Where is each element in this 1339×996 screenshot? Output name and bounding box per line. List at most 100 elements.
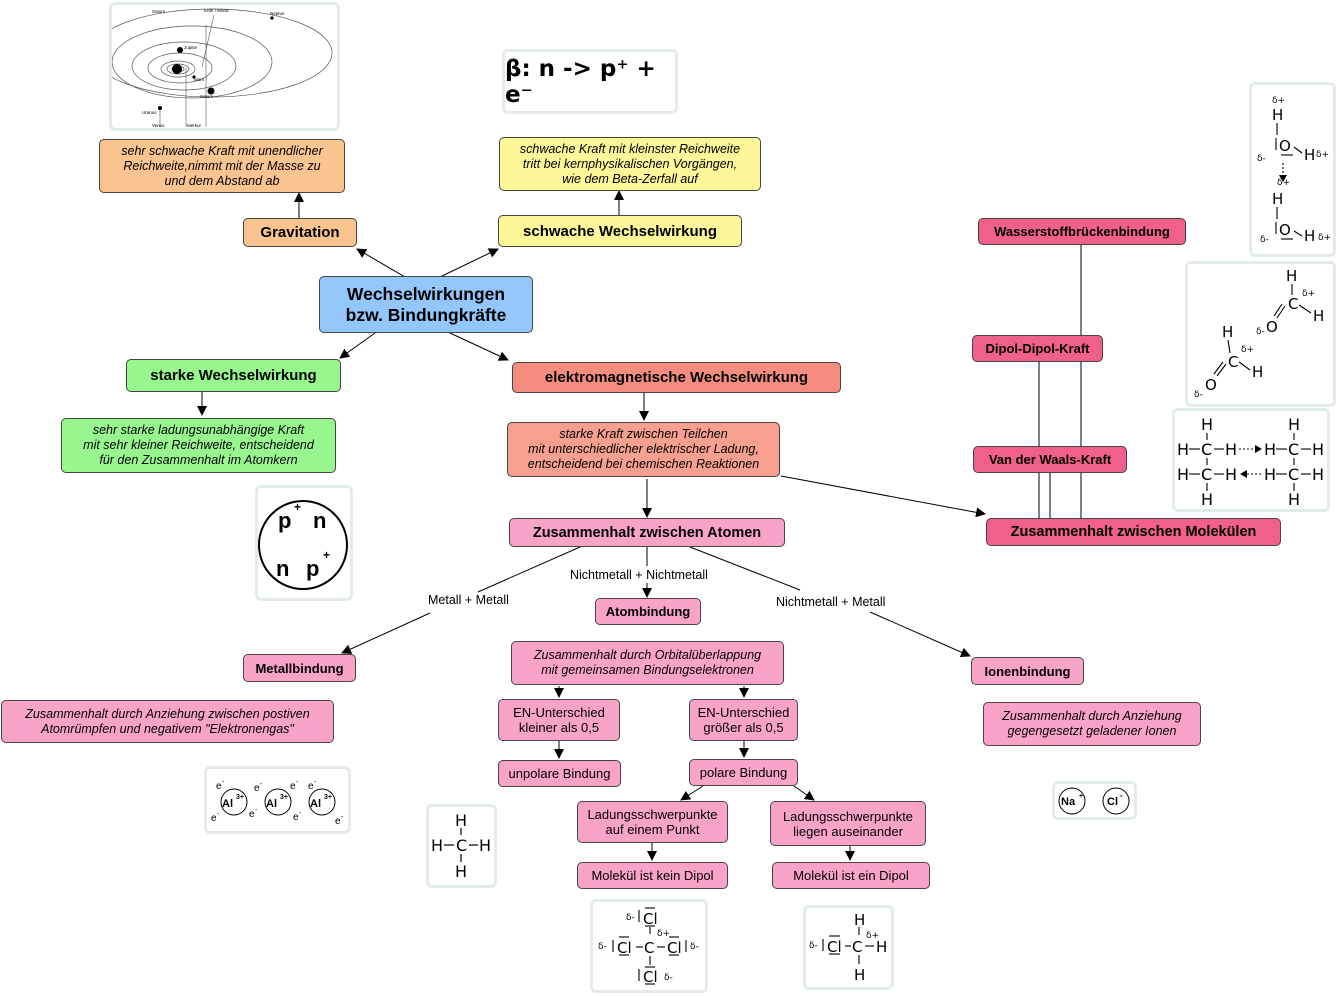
methane-vdw-drawing: H H C H H C H H H H C H H C H H: [1177, 415, 1324, 509]
ccl4-c: C: [644, 939, 654, 957]
beta-decay-formula: β: n -> p⁺ + e⁻: [502, 49, 678, 114]
en-large-line-1: EN-Unterschied: [697, 705, 790, 720]
molecules-node[interactable]: Zusammenhalt zwischen Molekülen: [986, 518, 1281, 546]
fa2-dplus: δ+: [1241, 345, 1254, 355]
charge-apart-line-1: Ladungsschwerpunkte: [782, 808, 914, 824]
water1-o: O: [1279, 137, 1291, 155]
ccl4-cl-left: Cl: [617, 939, 632, 957]
ccl4-dminus-top: δ-: [626, 913, 635, 923]
ch3cl-c: C: [852, 938, 862, 956]
weak-desc-line-2: tritt bei kernphysikalischen Vorgängen,: [522, 156, 738, 171]
m4-h-bottom: H: [1288, 490, 1300, 509]
ionic-bond-label: Ionenbindung: [984, 663, 1071, 679]
dipole-node[interactable]: Molekül ist ein Dipol: [772, 862, 930, 889]
gravitation-desc-line-3: und dem Abstand ab: [164, 173, 280, 188]
atoms-label: Zusammenhalt zwischen Atomen: [532, 524, 762, 541]
gravitation-label: Gravitation: [260, 224, 340, 241]
methane-vdw-structure: H H C H H C H H H H C H H C H H: [1172, 408, 1330, 512]
weak-label: schwache Wechselwirkung: [523, 222, 717, 240]
water1-dminus: δ-: [1257, 154, 1266, 164]
water2-dplus-top: δ+: [1277, 178, 1290, 188]
al-charge-1: 3+: [236, 794, 244, 801]
m4-h-right: H: [1312, 465, 1324, 484]
gravitation-desc-line-1: sehr schwache Kraft mit unendlicher: [121, 143, 323, 158]
arrow-atoms-ionic: [869, 611, 971, 657]
em-node[interactable]: elektromagnetische Wechselwirkung: [512, 362, 841, 393]
dipole-dipole-node[interactable]: Dipol-Dipol-Kraft: [972, 335, 1103, 362]
m3-h-right: H: [1312, 440, 1324, 459]
al-charge-2: 3+: [280, 794, 288, 801]
arrow-polar-chargeone: [680, 785, 704, 801]
solar-label-1: Saturn: [152, 9, 166, 14]
al-symbol-1: Al: [222, 798, 233, 810]
gravitation-node[interactable]: Gravitation: [243, 218, 357, 247]
solar-label-5: Mars: [194, 77, 205, 82]
na-ion-circle: [1058, 787, 1086, 815]
strong-desc-line-1: sehr starke ladungsunabhängige Kraft: [92, 423, 305, 437]
solar-label-9: Merkur: [187, 123, 202, 128]
hbond-arrow-icon: [1279, 175, 1287, 182]
solar-label-6: Saturn: [200, 94, 214, 99]
m1-h-top: H: [1201, 415, 1213, 434]
em-desc-line-1: starke Kraft zwischen Teilchen: [559, 427, 728, 441]
fa1-dminus: δ-: [1256, 327, 1265, 337]
methane-h-top: H: [455, 811, 467, 830]
ccl4-dminus-right: δ-: [690, 942, 699, 952]
formaldehyde-dipole-structure: H C H O H C H O δ+ δ- δ+ δ-: [1185, 261, 1336, 407]
cl-symbol: Cl: [1107, 796, 1118, 808]
water-hbond-drawing: H O H H O H δ+ δ- δ+ δ+ δ- δ+: [1257, 96, 1331, 245]
nonpolar-node[interactable]: unpolare Bindung: [498, 760, 621, 787]
m3-h-top: H: [1288, 415, 1300, 434]
m1-c: C: [1201, 440, 1212, 459]
solar-system-image: Saturn Erde / Mond Neptun Jupiter Mars S…: [91, 2, 340, 131]
hydrogen-bond-node[interactable]: Wasserstoffbrückenbindung: [978, 218, 1186, 245]
beta-formula-text: β: n -> p⁺ + e⁻: [505, 55, 656, 108]
electron-5-charge: -: [296, 779, 299, 786]
fa2-o: O: [1205, 376, 1217, 394]
no-dipole-label: Molekül ist kein Dipol: [591, 868, 714, 883]
nucleus-drawing: p + n n p +: [258, 500, 348, 590]
atoms-node[interactable]: Zusammenhalt zwischen Atomen: [509, 518, 785, 547]
metal-bond-node[interactable]: Metallbindung: [243, 654, 356, 682]
electron-7-charge: -: [314, 779, 317, 786]
al-symbol-2: Al: [266, 798, 277, 810]
nonpolar-label: unpolare Bindung: [508, 766, 611, 781]
electron-3: e: [254, 783, 260, 794]
ccl4-cl-right: Cl: [667, 939, 682, 957]
van-der-waals-node[interactable]: Van der Waals-Kraft: [973, 446, 1127, 473]
electron-1: e: [216, 781, 222, 792]
metal-lattice-image: Al 3+ Al 3+ Al 3+ e- e- e- e- e- e- e- e…: [204, 766, 351, 834]
ch3cl-h-top: H: [854, 911, 865, 929]
strong-node[interactable]: starke Wechselwirkung: [126, 359, 341, 392]
arrow-polar-chargeapart: [793, 785, 815, 801]
gravitation-desc-line-2: Reichweite,nimmt mit der Masse zu: [123, 158, 321, 173]
ch3cl-dplus: δ+: [866, 931, 879, 941]
polar-node[interactable]: polare Bindung: [689, 759, 798, 786]
center-line-1: Wechselwirkungen: [346, 283, 506, 304]
line-atoms-ionic: [689, 546, 801, 591]
cl-charge: -: [1120, 791, 1123, 800]
m2-c: C: [1201, 465, 1212, 484]
charge-apart-line-2: liegen auseinander: [793, 823, 903, 839]
ch3cl-h-bottom: H: [854, 966, 865, 984]
na-charge: +: [1079, 793, 1083, 800]
neptune-icon: [270, 16, 274, 20]
fa2-h-right: H: [1252, 363, 1263, 381]
water1-h-top: H: [1272, 106, 1283, 124]
ch3cl-h-right: H: [876, 938, 887, 956]
metal-lattice-drawing: Al 3+ Al 3+ Al 3+ e- e- e- e- e- e- e- e…: [211, 779, 344, 827]
covalent-bond-node[interactable]: Atombindung: [595, 598, 701, 625]
jupiter-icon: [177, 47, 183, 53]
arrow-center-em: [449, 332, 509, 361]
weak-node[interactable]: schwache Wechselwirkung: [498, 215, 742, 247]
ionic-bond-node[interactable]: Ionenbindung: [971, 657, 1084, 685]
m2-h-left: H: [1177, 465, 1189, 484]
ccl4-dminus-bottom: δ-: [664, 973, 673, 983]
no-dipole-node[interactable]: Molekül ist kein Dipol: [577, 862, 728, 889]
